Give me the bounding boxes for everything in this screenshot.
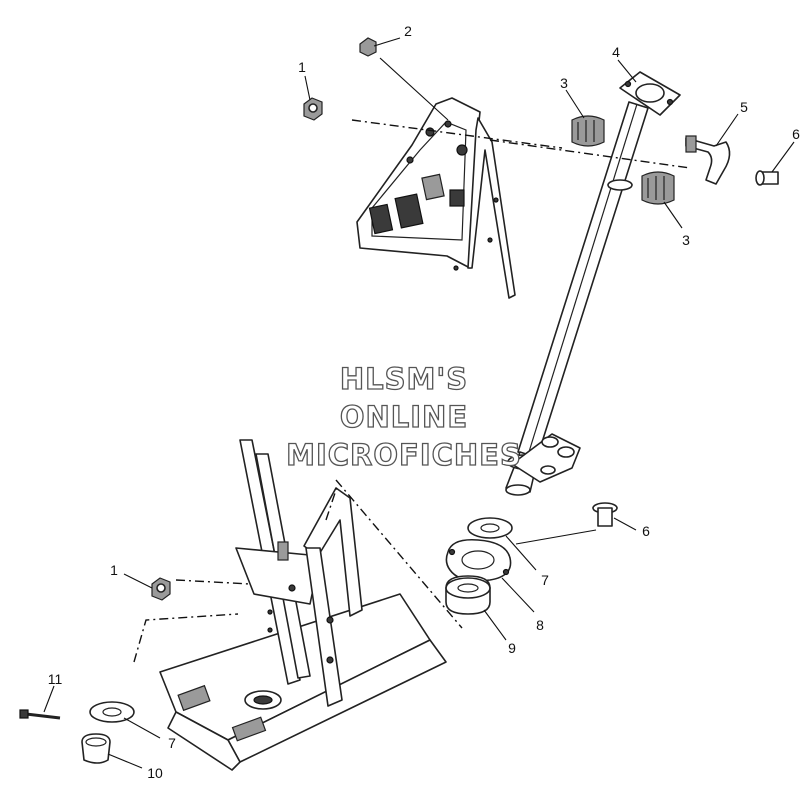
callout-11: 11 (48, 671, 63, 687)
callout-3: 3 (560, 75, 568, 91)
callout-3: 3 (682, 232, 690, 248)
watermark: HLSM'S ONLINE MICROFICHES (285, 361, 522, 472)
column-lower-flange (511, 433, 581, 483)
callout-6: 6 (792, 126, 800, 142)
leader-lines (43, 37, 795, 769)
bolt-lower (592, 502, 618, 527)
callout-1: 1 (110, 562, 118, 578)
lower-frame (159, 439, 447, 771)
bolt-upper (755, 170, 779, 186)
callout-8: 8 (536, 617, 544, 633)
nut-small (359, 37, 377, 57)
nut-lower (151, 577, 171, 601)
callout-1: 1 (298, 59, 306, 75)
bushing-lower (641, 171, 675, 205)
washer-upper (467, 517, 513, 539)
bearing-flange-plate (445, 538, 512, 582)
callout-10: 10 (147, 765, 163, 781)
column-clamp (685, 135, 731, 185)
nut-upper (303, 97, 323, 121)
bearing (445, 575, 491, 615)
callout-7: 7 (541, 572, 549, 588)
callout-5: 5 (740, 99, 748, 115)
steering-column (505, 101, 649, 496)
assembly-lines (133, 119, 691, 663)
collar-nut (81, 733, 111, 764)
callout-2: 2 (404, 23, 412, 39)
watermark-line-1: HLSM'S (340, 362, 468, 396)
washer-lower (89, 701, 135, 723)
bushing-upper (571, 115, 605, 147)
watermark-line-3: MICROFICHES (286, 438, 522, 472)
top-mount-plate (619, 71, 681, 116)
callout-6: 6 (642, 523, 650, 539)
callout-7: 7 (168, 735, 176, 751)
steering-support-bracket (356, 97, 516, 299)
long-bolt (19, 709, 61, 720)
callout-labels: 1 2 3 4 5 6 3 6 1 7 8 9 11 7 10 (48, 23, 800, 781)
callout-4: 4 (612, 44, 620, 60)
callout-9: 9 (508, 640, 516, 656)
watermark-line-2: ONLINE (340, 400, 468, 434)
